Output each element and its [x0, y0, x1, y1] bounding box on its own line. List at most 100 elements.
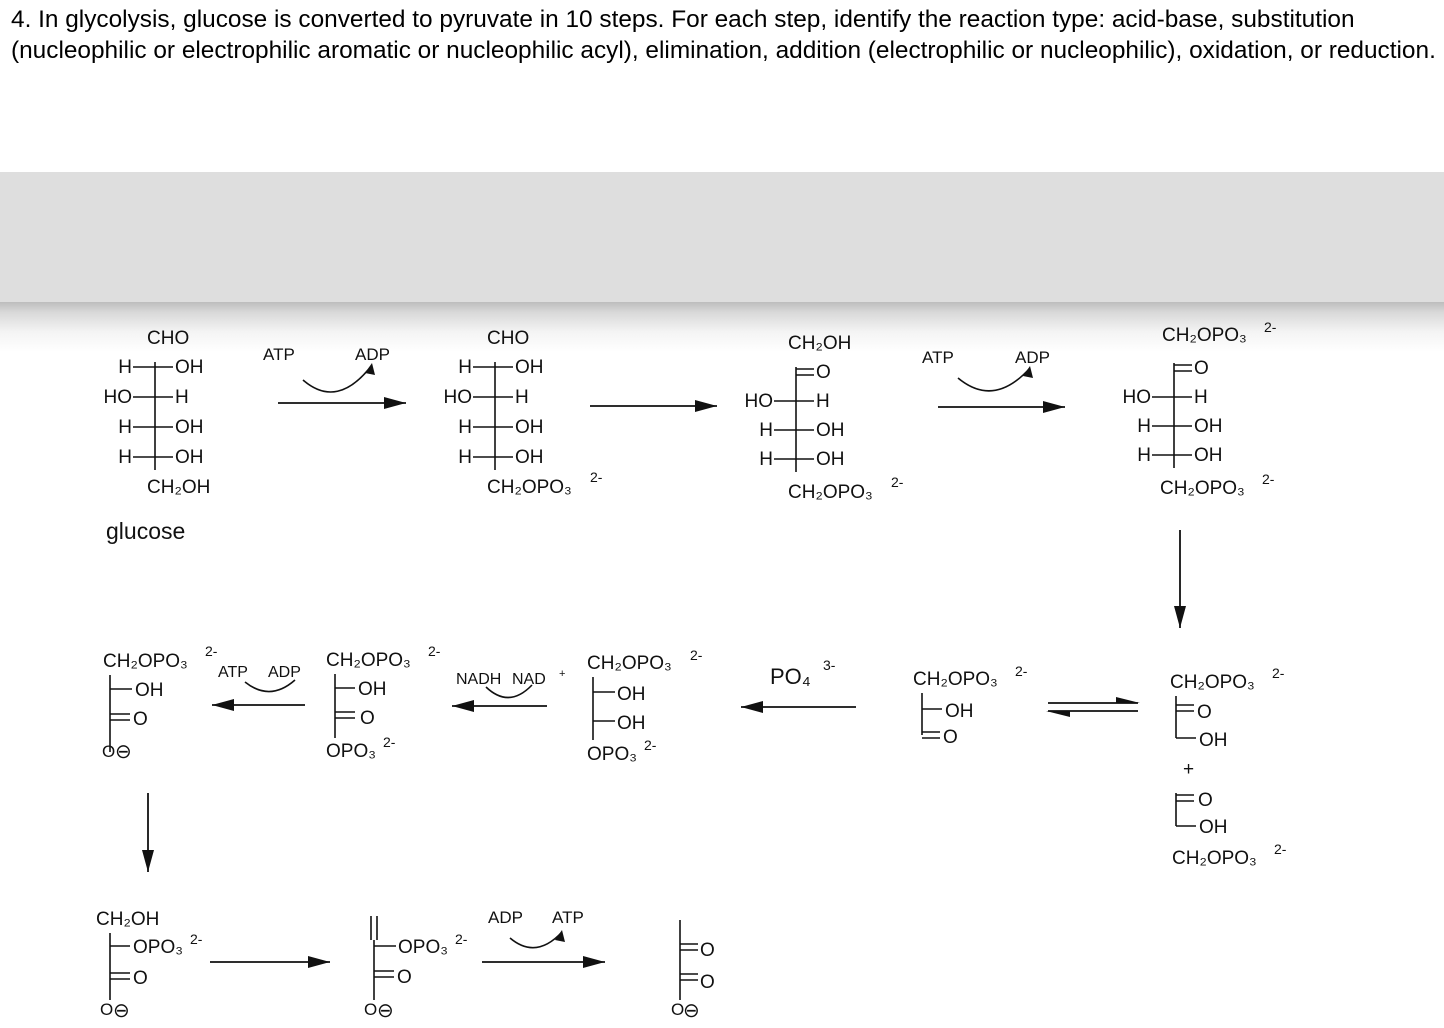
charge-label: 2- [891, 474, 904, 490]
adp-label: ADP [1015, 348, 1050, 367]
g3p2-oh: OH [945, 701, 974, 722]
charge-label: 2- [205, 643, 218, 659]
pg2-opo3: OPO₃ [133, 937, 183, 958]
g6p-ch2opo3: CH₂OPO₃ [487, 477, 572, 498]
bpg2-o: O [360, 708, 375, 729]
charge-label: 2- [1262, 471, 1275, 487]
phosphate-label: PO₄ [770, 664, 811, 689]
step1-arrow-head [384, 397, 406, 409]
substituent-oh: OH [515, 417, 544, 438]
charge-label: 2- [1272, 665, 1285, 681]
dhap-o: O [1197, 702, 1212, 723]
bpg2-opo3: OPO₃ [326, 741, 376, 762]
pg2-o-minus: O [100, 1000, 113, 1019]
pep-o: O [397, 967, 412, 988]
charge-label: 2- [383, 734, 396, 750]
glucose-cho: CHO [147, 328, 189, 349]
atp-label: ATP [263, 345, 295, 364]
bpg-ch2opo3: CH₂OPO₃ [587, 653, 672, 674]
negative-charge-symbol: ⊖ [113, 1000, 130, 1022]
pyruvate-o-minus: O [671, 1000, 684, 1019]
gray-band [0, 172, 1444, 302]
pep-opo3: OPO₃ [398, 937, 448, 958]
glucose-ch2oh: CH₂OH [147, 477, 210, 498]
dhap-oh: OH [1199, 730, 1228, 751]
bpg2-ch2opo3: CH₂OPO₃ [326, 650, 411, 671]
substituent-h: H [515, 387, 529, 408]
substituent-oh: OH [515, 447, 544, 468]
atp-curved-arrow-head [1023, 366, 1033, 378]
substituent-o: O [816, 362, 831, 383]
nadh-label: NADH [456, 671, 501, 688]
charge-label: 3- [823, 657, 836, 673]
g3p-oh: OH [1199, 817, 1228, 838]
equilibrium-arrow-top-head [1116, 697, 1140, 703]
charge-label: 2- [590, 469, 603, 485]
step9-down-arrow-head [142, 850, 154, 872]
substituent-oh: OH [1194, 416, 1223, 437]
negative-charge-symbol: ⊖ [377, 1000, 394, 1022]
f6p-ch2oh: CH₂OH [788, 333, 851, 354]
g6p-cho: CHO [487, 328, 529, 349]
pyruvate-o-1: O [700, 940, 715, 961]
substituent-ho: HO [1123, 387, 1152, 408]
charge-label: 2- [455, 931, 468, 947]
atp-curved-arrow [244, 679, 296, 693]
nadh-curved-arrow [485, 684, 533, 699]
substituent-ho: HO [745, 391, 774, 412]
step7-arrow-head [452, 700, 474, 712]
substituent-h: H [816, 391, 830, 412]
substituent-h: H [1137, 416, 1151, 437]
substituent-h: H [759, 449, 773, 470]
step2-arrow-head [695, 400, 717, 412]
pg3-o: O [133, 709, 148, 730]
pg2-o: O [133, 968, 148, 989]
negative-charge-symbol: ⊖ [115, 741, 132, 763]
substituent-ho: HO [444, 387, 473, 408]
substituent-oh: OH [175, 447, 204, 468]
bpg2-oh: OH [358, 679, 387, 700]
atp-label: ATP [218, 664, 248, 681]
charge-label: 2- [690, 647, 703, 663]
charge-label: 2- [1015, 663, 1028, 679]
step8-arrow-head [212, 699, 234, 711]
nad-plus-label: + [559, 668, 565, 680]
adp-label: ADP [268, 664, 301, 681]
nad-label: NAD [512, 671, 546, 688]
equilibrium-arrow-bottom-head [1046, 711, 1070, 717]
substituent-h: H [118, 357, 132, 378]
substituent-oh: OH [816, 420, 845, 441]
substituent-h: H [1137, 445, 1151, 466]
glucose-label: glucose [106, 518, 185, 544]
g3p-ch2opo3: CH₂OPO₃ [1172, 848, 1257, 869]
f16bp-ch2opo3-bottom: CH₂OPO₃ [1160, 478, 1245, 499]
substituent-h: H [458, 357, 472, 378]
adp-curved-arrow [509, 931, 563, 949]
step3-arrow-head [1043, 401, 1065, 413]
step9-arrow-head [308, 956, 330, 968]
charge-label: 2- [1274, 841, 1287, 857]
pg3-oh: OH [135, 680, 164, 701]
atp-label: ATP [922, 348, 954, 367]
charge-label: 2- [428, 643, 441, 659]
dhap-ch2opo3: CH₂OPO₃ [1170, 672, 1255, 693]
substituent-ho: HO [104, 387, 133, 408]
substituent-h: H [458, 417, 472, 438]
bpg-oh-2: OH [617, 713, 646, 734]
pep-o-minus: O [364, 1000, 377, 1019]
charge-label: 2- [1264, 319, 1277, 335]
substituent-h: H [1194, 387, 1208, 408]
atp-curved-arrow [957, 367, 1031, 392]
f16bp-ch2opo3: CH₂OPO₃ [1162, 325, 1247, 346]
substituent-oh: OH [515, 357, 544, 378]
substituent-oh: OH [816, 449, 845, 470]
substituent-o: O [1194, 358, 1209, 379]
substituent-oh: OH [1194, 445, 1223, 466]
question-text: 4. In glycolysis, glucose is converted t… [11, 6, 1436, 64]
substituent-oh: OH [175, 357, 204, 378]
adp-label: ADP [488, 908, 523, 927]
pg3-o-minus: O [102, 742, 115, 761]
substituent-h: H [458, 447, 472, 468]
